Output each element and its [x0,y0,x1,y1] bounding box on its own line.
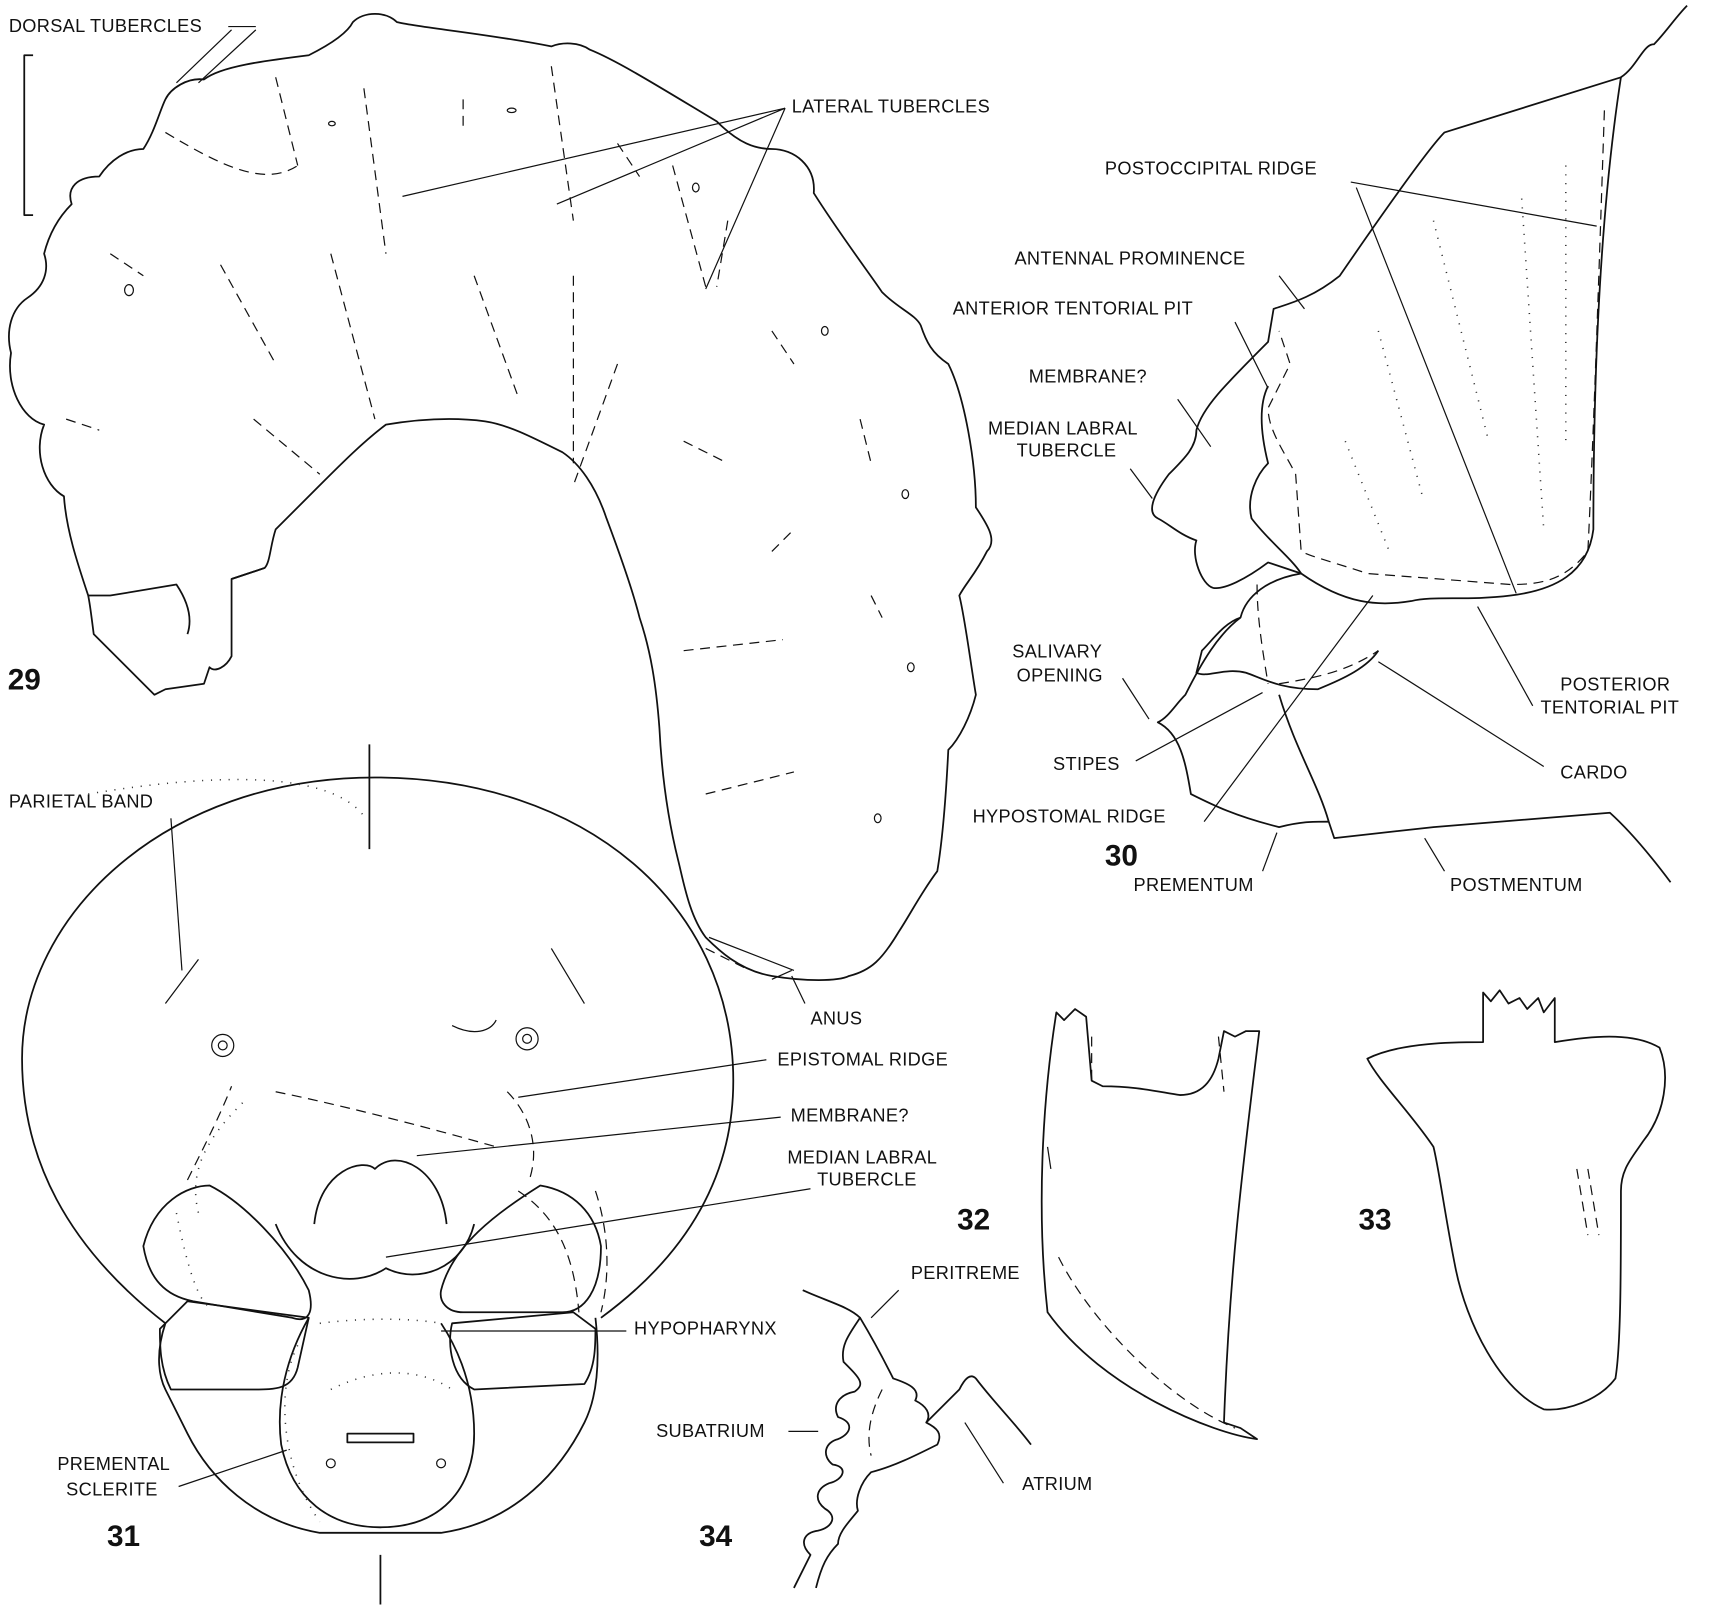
label-epistomal-ridge: EPISTOMAL RIDGE [777,1049,948,1069]
label-cardo: CARDO [1560,763,1627,783]
figure-30-head-lateral [1151,4,1688,883]
label-dorsal-tubercles: DORSAL TUBERCLES [9,16,202,36]
label-peritreme: PERITREME [911,1263,1020,1283]
label-lateral-tubercles: LATERAL TUBERCLES [792,97,990,117]
figure-29-larva [8,13,993,981]
larva-outline [8,13,993,981]
label-atrium: ATRIUM [1022,1474,1092,1494]
label-subatrium: SUBATRIUM [656,1421,765,1441]
label-parietal-band: PARIETAL BAND [9,791,153,811]
label-median-labral-31-line2: TUBERCLE [817,1169,917,1189]
label-premental-line2: SCLERITE [66,1479,158,1499]
label-anus: ANUS [810,1008,862,1028]
label-hypopharynx: HYPOPHARYNX [634,1318,777,1338]
label-anterior-tentorial-pit: ANTERIOR TENTORIAL PIT [953,298,1193,318]
figure-32-mandible [1040,1008,1261,1440]
figure-number-30: 30 [1105,840,1138,873]
figure-number-31: 31 [107,1520,140,1553]
label-salivary-line1: SALIVARY [1012,641,1102,661]
scale-bar [23,54,34,217]
label-salivary-line2: OPENING [1017,666,1103,686]
figure-34-spiracle [793,1289,1032,1589]
label-posterior-tentorial-line2: TENTORIAL PIT [1540,698,1679,718]
figure-33-mandible-ventral [1366,989,1666,1411]
label-median-labral-31-line1: MEDIAN LABRAL [787,1147,937,1167]
head-capsule-outline [21,776,735,1325]
label-hypostomal-ridge: HYPOSTOMAL RIDGE [973,807,1166,827]
figure-number-34: 34 [699,1520,733,1553]
label-median-labral-30-line1: MEDIAN LABRAL [988,419,1138,439]
label-postmentum: POSTMENTUM [1450,875,1583,895]
label-median-labral-30-line2: TUBERCLE [1017,441,1117,461]
label-prementum-30: PREMENTUM [1134,875,1254,895]
figure-31-head-frontal [21,744,735,1605]
label-premental-line1: PREMENTAL [57,1454,170,1474]
label-stipes: STIPES [1053,754,1120,774]
label-membrane-31: MEMBRANE? [791,1106,909,1126]
label-membrane-30: MEMBRANE? [1029,367,1147,387]
figure-number-33: 33 [1359,1204,1392,1237]
figure-number-29: 29 [8,663,41,696]
label-postoccipital-ridge: POSTOCCIPITAL RIDGE [1105,158,1317,178]
head-capsule-outline [1151,76,1622,605]
figure-number-32: 32 [957,1204,990,1237]
label-posterior-tentorial-line1: POSTERIOR [1560,674,1670,694]
label-antennal-prominence: ANTENNAL PROMINENCE [1014,249,1245,269]
